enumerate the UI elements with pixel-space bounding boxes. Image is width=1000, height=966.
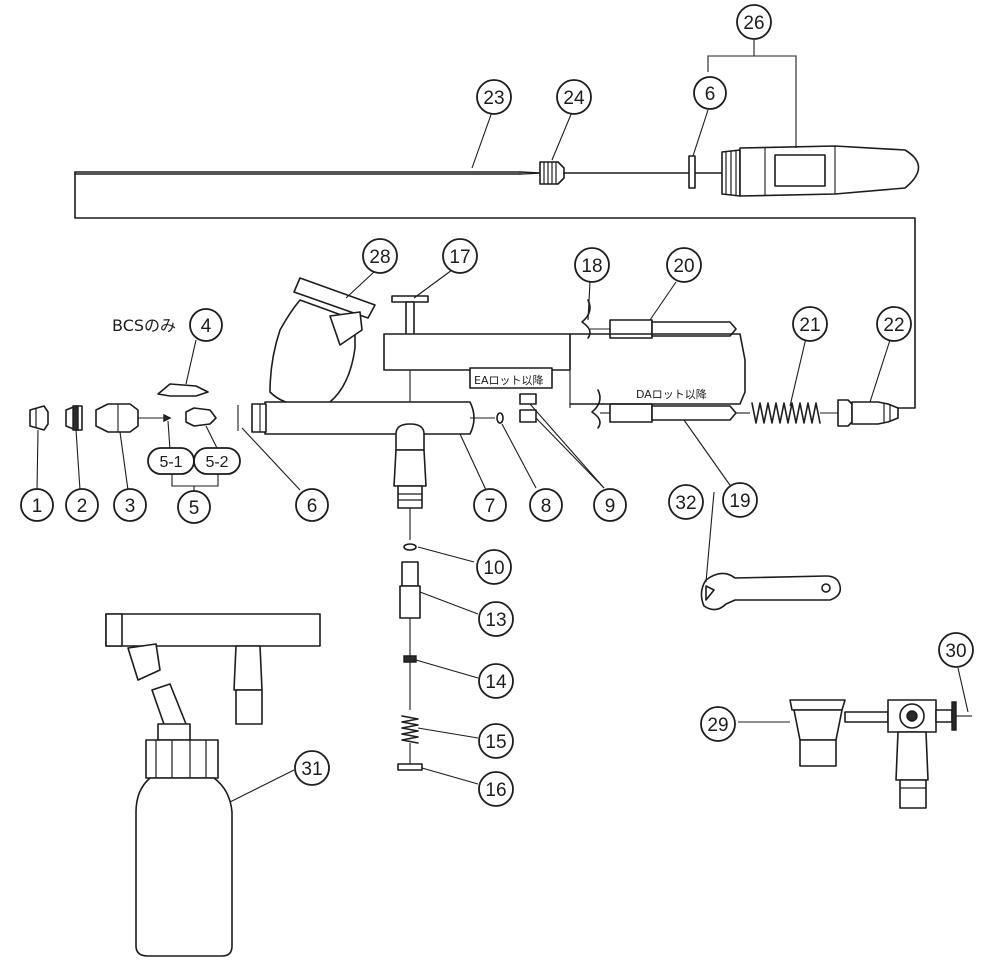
rod-and-spring-parts [569, 299, 899, 429]
note-bcs-only: BCSのみ [112, 316, 176, 335]
callout-16: 16 [478, 771, 514, 807]
callout-23: 23 [476, 79, 512, 115]
callout-5-1-label: 5-1 [159, 454, 182, 471]
callout-9: 9 [593, 488, 627, 522]
callout-3-label: 3 [125, 496, 136, 517]
callout-15-label: 15 [485, 732, 506, 753]
callout-30-label: 30 [945, 641, 966, 662]
callout-7-label: 7 [485, 496, 496, 517]
callout-5-2-label: 5-2 [205, 454, 228, 471]
callout-6-body-label: 6 [307, 496, 318, 517]
callout-26: 26 [736, 4, 772, 40]
callout-13-label: 13 [485, 610, 506, 631]
callout-32: 32 [668, 484, 704, 520]
callout-29-label: 29 [707, 715, 728, 736]
callout-5: 5 [177, 490, 211, 524]
callout-13: 13 [478, 601, 514, 637]
callout-22-label: 22 [883, 315, 904, 336]
callout-28-label: 28 [369, 247, 390, 268]
callout-7: 7 [473, 488, 507, 522]
callout-1: 1 [20, 488, 54, 522]
callout-31-label: 31 [301, 759, 322, 780]
callout-24: 24 [556, 79, 592, 115]
callout-22: 22 [876, 306, 912, 342]
airbrush-body [237, 277, 571, 509]
needle-assembly [74, 145, 920, 409]
callout-20: 20 [666, 247, 702, 283]
note-ea-rod: EAロット以降 [474, 373, 543, 387]
callout-18-label: 18 [581, 256, 602, 277]
callout-21: 21 [792, 306, 828, 342]
callout-28: 28 [362, 238, 398, 274]
callout-3: 3 [113, 488, 147, 522]
callout-29: 29 [700, 706, 736, 742]
callout-26-label: 26 [743, 13, 764, 34]
callout-6-handle: 6 [693, 76, 727, 110]
callout-21-label: 21 [799, 315, 820, 336]
callout-15: 15 [478, 723, 514, 759]
callout-18: 18 [574, 247, 610, 283]
callout-5-2: 5-2 [193, 447, 241, 475]
callout-5-1: 5-1 [147, 447, 195, 475]
callout-32-label: 32 [675, 493, 696, 514]
callout-30: 30 [938, 632, 974, 668]
wrench [700, 572, 842, 611]
callout-8: 8 [529, 488, 563, 522]
side-cup-variant [789, 699, 972, 809]
callout-24-label: 24 [563, 88, 585, 109]
callout-6-handle-label: 6 [705, 84, 716, 105]
callout-4-label: 4 [201, 316, 212, 337]
callout-4: 4 [189, 308, 223, 342]
callout-2: 2 [65, 488, 99, 522]
callout-31: 31 [294, 750, 330, 786]
callout-6-body: 6 [295, 488, 329, 522]
nozzle-parts [29, 383, 217, 433]
leader-lines [36, 40, 969, 803]
callout-20-label: 20 [673, 256, 694, 277]
callout-5-label: 5 [189, 498, 200, 519]
callout-2-label: 2 [77, 496, 88, 517]
callout-17: 17 [442, 238, 478, 274]
air-valve-parts [397, 508, 423, 771]
callout-10: 10 [476, 549, 512, 585]
callout-14: 14 [478, 663, 514, 699]
callout-19-label: 19 [729, 491, 750, 512]
callout-16-label: 16 [485, 780, 506, 801]
callout-17-label: 17 [449, 247, 470, 268]
callout-10-label: 10 [483, 558, 504, 579]
callout-23-label: 23 [483, 88, 504, 109]
bottle-feed-variant [105, 613, 321, 957]
callout-1-label: 1 [32, 496, 43, 517]
callout-9-label: 9 [605, 496, 616, 517]
callout-19: 19 [722, 482, 758, 518]
callout-8-label: 8 [541, 496, 552, 517]
callout-14-label: 14 [485, 672, 507, 693]
note-da-rod: DAロット以降 [636, 387, 707, 401]
